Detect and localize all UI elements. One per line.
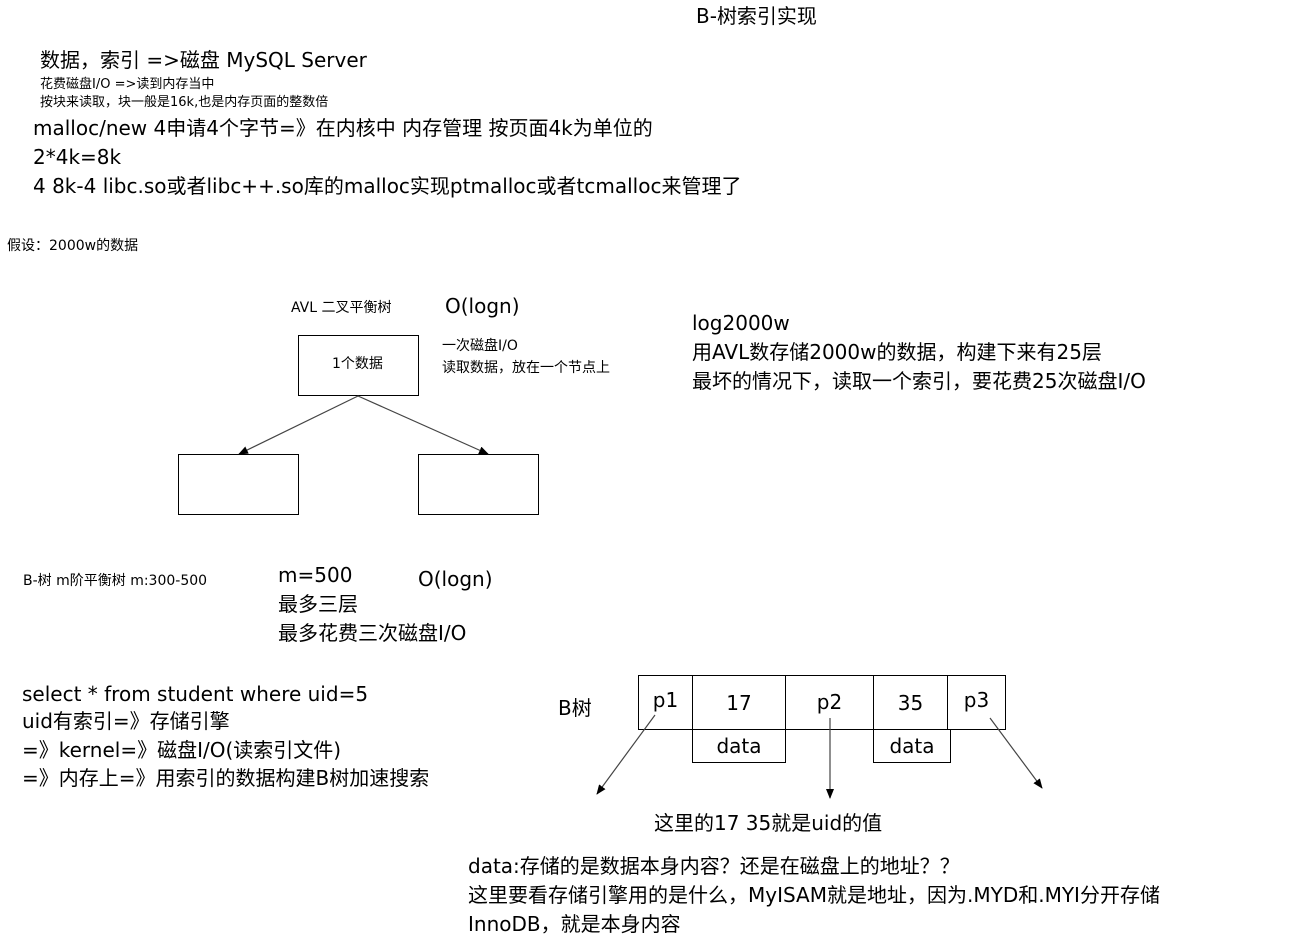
avl-label: AVL 二叉平衡树 xyxy=(291,300,392,316)
data-note-line-3: InnoDB，就是本身内容 xyxy=(468,912,681,936)
avl-explain-1: log2000w xyxy=(692,311,790,335)
btree-node-label: B树 xyxy=(558,696,592,720)
avl-right-child-node xyxy=(418,454,539,515)
btree-arrow-p1 xyxy=(596,714,656,795)
btree-cell-p3: p3 xyxy=(947,675,1006,730)
btree-cell-p1: p1 xyxy=(638,675,693,730)
data-note-line-2: 这里要看存储引擎用的是什么，MyISAM就是地址，因为.MYD和.MYI分开存储 xyxy=(468,883,1160,907)
avl-arrow-left xyxy=(238,395,359,455)
avl-root-node: 1个数据 xyxy=(298,335,419,396)
assumption-text: 假设：2000w的数据 xyxy=(7,238,139,254)
avl-arrow-right xyxy=(357,395,489,455)
intro-line-1: 数据，索引 =>磁盘 MySQL Server xyxy=(40,48,367,72)
btree-layers: 最多三层 xyxy=(278,592,358,616)
btree-key-note: 这里的17 35就是uid的值 xyxy=(654,811,883,835)
btree-arrow-p3 xyxy=(989,717,1043,789)
btree-label: B-树 m阶平衡树 m:300-500 xyxy=(23,573,208,589)
data-note-line-1: data:存储的是数据本身内容？还是在磁盘上的地址？？ xyxy=(468,854,960,878)
btree-cell-key-35: 35 xyxy=(873,675,948,730)
btree-m-value: m=500 xyxy=(278,563,353,587)
query-line-3: =》kernel=》磁盘I/O(读索引文件) xyxy=(22,738,342,762)
avl-complexity: O(logn) xyxy=(445,294,520,318)
btree-cost: 最多花费三次磁盘I/O xyxy=(278,621,467,645)
btree-complexity: O(logn) xyxy=(418,567,493,591)
avl-node-note-1: 一次磁盘I/O xyxy=(442,338,518,354)
btree-data-cell-2: data xyxy=(873,729,951,763)
intro-line-3: 2*4k=8k xyxy=(33,145,122,169)
btree-data-cell-1: data xyxy=(692,729,786,763)
avl-node-note-2: 读取数据，放在一个节点上 xyxy=(442,360,610,376)
query-line-2: uid有索引=》存储引擎 xyxy=(22,709,230,733)
query-line-4: =》内存上=》用索引的数据构建B树加速搜索 xyxy=(22,766,430,790)
avl-explain-3: 最坏的情况下，读取一个索引，要花费25次磁盘I/O xyxy=(692,369,1146,393)
page-title: B-树索引实现 xyxy=(696,4,817,28)
intro-line-4: 4 8k-4 libc.so或者libc++.so库的malloc实现ptmal… xyxy=(33,174,742,198)
intro-line-2: malloc/new 4申请4个字节=》在内核中 内存管理 按页面4k为单位的 xyxy=(33,116,653,140)
avl-left-child-node xyxy=(178,454,299,515)
avl-root-node-text: 1个数据 xyxy=(332,356,383,372)
intro-note-1: 花费磁盘I/O =>读到内存当中 xyxy=(40,77,215,92)
btree-cell-key-17: 17 xyxy=(692,675,786,730)
intro-note-2: 按块来读取，块一般是16k,也是内存页面的整数倍 xyxy=(40,95,329,110)
query-line-1: select * from student where uid=5 xyxy=(22,682,369,706)
avl-explain-2: 用AVL数存储2000w的数据，构建下来有25层 xyxy=(692,340,1102,364)
